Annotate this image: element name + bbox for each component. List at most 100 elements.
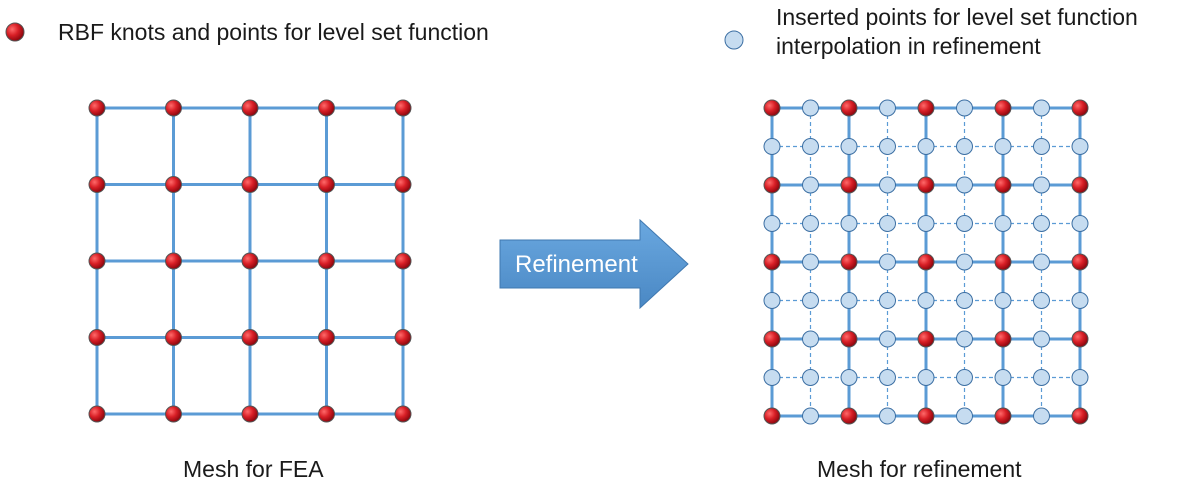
light-blue-node-icon [724,30,744,50]
inserted-node [802,138,819,155]
rbf-node [88,176,106,193]
rbf-node [241,252,259,270]
rbf-node [165,99,182,117]
rbf-node [994,407,1012,425]
inserted-node [879,330,896,348]
inserted-node [917,369,935,386]
rbf-node [994,253,1012,271]
caption-fea-mesh: Mesh for FEA [183,456,324,482]
inserted-node [1071,138,1089,155]
rbf-node [917,176,935,194]
red-node-icon [5,22,25,42]
rbf-node [241,176,259,193]
rbf-node [88,99,106,117]
rbf-node [763,330,781,348]
inserted-node [956,369,973,386]
inserted-node [956,292,973,309]
inserted-node [802,330,819,348]
rbf-node [88,329,106,346]
rbf-node [763,99,781,117]
inserted-node [956,253,973,271]
legend: RBF knots and points for level set funct… [5,4,1138,59]
legend-inserted-line1: Inserted points for level set function [776,4,1138,30]
inserted-node [879,292,896,309]
inserted-node [994,215,1012,232]
rbf-node [917,407,935,425]
inserted-node [1071,292,1089,309]
inserted-node [879,99,896,117]
rbf-node [394,329,412,346]
inserted-node [1033,215,1050,232]
rbf-node [1071,330,1089,348]
rbf-node [318,252,335,270]
inserted-node [994,369,1012,386]
inserted-node [802,176,819,194]
inserted-node [1033,330,1050,348]
inserted-node [1071,369,1089,386]
rbf-node [917,330,935,348]
inserted-node [1033,292,1050,309]
inserted-node [763,369,781,386]
inserted-node [1033,138,1050,155]
rbf-node [840,407,858,425]
rbf-node [917,99,935,117]
rbf-node [165,252,182,270]
arrow-shape [499,218,689,310]
rbf-node [241,99,259,117]
rbf-node [318,329,335,346]
inserted-node [956,138,973,155]
legend-rbf-label: RBF knots and points for level set funct… [58,19,489,45]
inserted-node [802,99,819,117]
inserted-node [917,292,935,309]
arrow-label: Refinement [515,251,638,278]
legend-inserted-line2: interpolation in refinement [776,33,1041,59]
inserted-node [956,215,973,232]
rbf-node [1071,99,1089,117]
inserted-node [956,99,973,117]
inserted-node [1033,407,1050,425]
inserted-node [956,407,973,425]
inserted-node [956,176,973,194]
rbf-node [1071,176,1089,194]
rbf-node [763,176,781,194]
inserted-node [1033,99,1050,117]
rbf-node [241,405,259,423]
inserted-node [956,330,973,348]
inserted-node [1033,176,1050,194]
rbf-node [241,329,259,346]
rbf-node [88,405,106,423]
rbf-node [763,253,781,271]
rbf-node [840,99,858,117]
caption-refined-mesh: Mesh for refinement [817,456,1022,482]
inserted-node [879,369,896,386]
inserted-node [879,407,896,425]
rbf-node [917,253,935,271]
rbf-node [394,252,412,270]
rbf-node [840,253,858,271]
inserted-node [763,292,781,309]
rbf-node [318,405,335,423]
inserted-node [802,292,819,309]
rbf-node [165,405,182,423]
rbf-node [318,99,335,117]
rbf-node [994,99,1012,117]
rbf-node [994,176,1012,194]
rbf-node [1071,407,1089,425]
rbf-node [994,330,1012,348]
inserted-node [802,369,819,386]
rbf-node [394,176,412,193]
inserted-node [802,253,819,271]
inserted-node [917,215,935,232]
inserted-node [802,215,819,232]
rbf-node [318,176,335,193]
rbf-node [394,405,412,423]
inserted-node [802,407,819,425]
inserted-node [994,292,1012,309]
inserted-node [840,369,858,386]
inserted-node [1033,253,1050,271]
inserted-node [840,138,858,155]
legend-item-inserted: Inserted points for level set function i… [724,4,1138,59]
fea-mesh [88,99,412,423]
legend-item-rbf: RBF knots and points for level set funct… [5,19,489,45]
